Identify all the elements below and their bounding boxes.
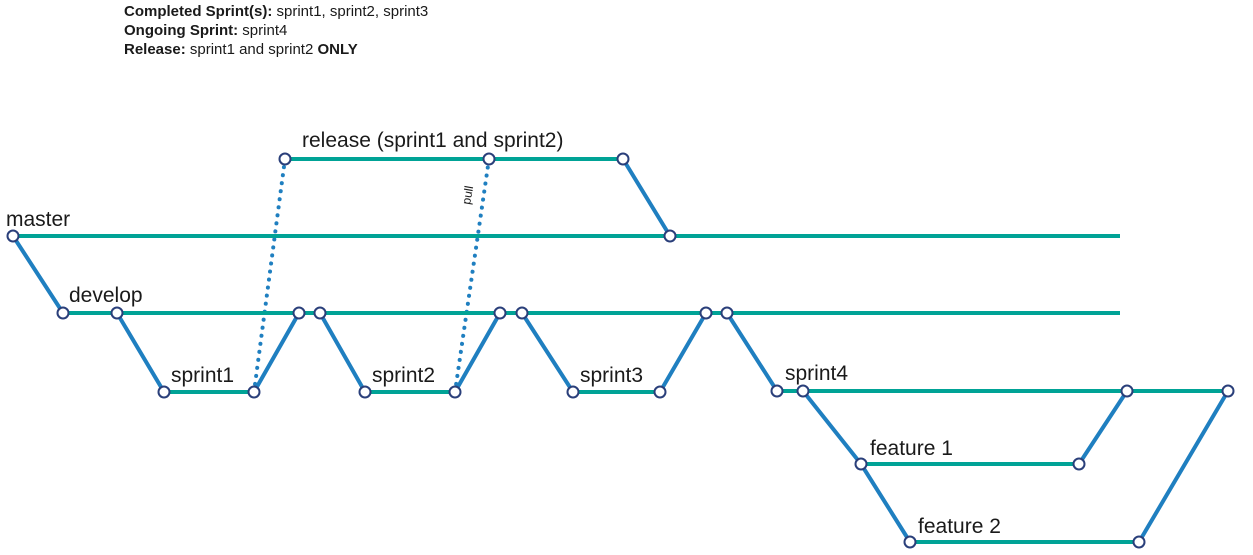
commit-node-sprint4-start[interactable] <box>770 384 784 398</box>
merge-line-sprint1-to-develop <box>252 311 301 394</box>
commit-node-sprint4-feature1-in[interactable] <box>1120 384 1134 398</box>
commit-node-develop-sprint2-out[interactable] <box>313 306 327 320</box>
commit-node-sprint3-end[interactable] <box>653 385 667 399</box>
commit-node-feature2-end[interactable] <box>1132 535 1146 549</box>
branch-label-sprint2: sprint2 <box>372 364 435 387</box>
commit-node-release-end[interactable] <box>616 152 630 166</box>
legend-key-release: Release: <box>124 41 186 58</box>
merge-line-develop-to-sprint4 <box>725 311 779 393</box>
branch-label-feature2: feature 2 <box>918 515 1001 538</box>
pull-annotation-label: pull <box>459 185 476 206</box>
dotted-merge-line-sprint1-to-release <box>252 157 287 394</box>
branch-label-sprint1: sprint1 <box>171 364 234 387</box>
dotted-merge-line-sprint2-to-release <box>453 157 491 394</box>
merge-lines-layer <box>11 157 1230 544</box>
branch-label-sprint4: sprint4 <box>785 362 848 385</box>
legend-block: Completed Sprint(s): sprint1, sprint2, s… <box>124 2 428 59</box>
legend-row-ongoing-sprint: Ongoing Sprint: sprint4 <box>124 21 428 40</box>
commit-node-develop-sprint3-out[interactable] <box>515 306 529 320</box>
merge-line-develop-to-sprint1 <box>115 311 166 394</box>
legend-value-completed-sprints: sprint1, sprint2, sprint3 <box>272 3 429 20</box>
commit-node-develop-start[interactable] <box>56 306 70 320</box>
legend-key-completed-sprints: Completed Sprint(s): <box>124 3 273 20</box>
legend-value-release-only: ONLY <box>317 41 358 58</box>
merge-line-develop-to-sprint3 <box>520 311 575 394</box>
merge-line-develop-to-sprint2 <box>318 311 367 394</box>
commit-node-release-pull[interactable] <box>482 152 496 166</box>
merge-line-sprint3-to-develop <box>658 311 708 394</box>
merge-line-sprint2-to-develop <box>453 311 502 394</box>
commit-node-develop-sprint4-out[interactable] <box>720 306 734 320</box>
commit-node-feature2-start[interactable] <box>903 535 917 549</box>
dotted-merge-lines-layer <box>252 157 491 394</box>
commit-node-sprint1-start[interactable] <box>157 385 171 399</box>
legend-row-completed-sprints: Completed Sprint(s): sprint1, sprint2, s… <box>124 2 428 21</box>
branch-label-sprint3: sprint3 <box>580 364 643 387</box>
commit-node-sprint2-start[interactable] <box>358 385 372 399</box>
branch-lines-layer <box>13 157 1228 544</box>
commit-node-master-release-merge[interactable] <box>663 229 677 243</box>
legend-value-ongoing-sprint: sprint4 <box>238 22 288 39</box>
commit-node-develop-sprint1-out[interactable] <box>110 306 124 320</box>
legend-key-ongoing-sprint: Ongoing Sprint: <box>124 22 239 39</box>
merge-line-release-to-master <box>621 157 672 238</box>
commit-node-feature1-end[interactable] <box>1072 457 1086 471</box>
commit-node-develop-sprint3-in[interactable] <box>699 306 713 320</box>
commit-node-develop-sprint2-in[interactable] <box>493 306 507 320</box>
legend-row-release: Release: sprint1 and sprint2 ONLY <box>124 40 428 59</box>
merge-line-sprint4-to-feature1 <box>801 389 863 466</box>
branch-label-develop: develop <box>69 284 143 307</box>
commit-node-sprint2-end[interactable] <box>448 385 462 399</box>
branch-label-feature1: feature 1 <box>870 437 953 460</box>
commit-node-sprint1-end[interactable] <box>247 385 261 399</box>
commit-node-develop-sprint1-in[interactable] <box>292 306 306 320</box>
merge-line-feature2-to-sprint4 <box>1137 389 1230 544</box>
legend-value-release: sprint1 and sprint2 <box>185 41 318 58</box>
commit-node-sprint4-feature2-in[interactable] <box>1221 384 1235 398</box>
commit-node-feature1-start[interactable] <box>854 457 868 471</box>
commit-nodes-layer <box>6 152 1235 549</box>
merge-line-feature1-to-sprint4 <box>1077 389 1129 466</box>
commit-node-release-start[interactable] <box>278 152 292 166</box>
branch-labels-layer: master develop release (sprint1 and sprint… <box>6 129 1001 538</box>
commit-node-master-start[interactable] <box>6 229 20 243</box>
branch-label-release: release (sprint1 and sprint2) <box>302 129 563 152</box>
merge-line-sprint4-to-feature2 <box>859 462 912 544</box>
commit-node-sprint4-feature-out[interactable] <box>796 384 810 398</box>
branch-label-master: master <box>6 208 70 231</box>
commit-node-sprint3-start[interactable] <box>566 385 580 399</box>
merge-line-master-to-develop <box>11 234 65 315</box>
